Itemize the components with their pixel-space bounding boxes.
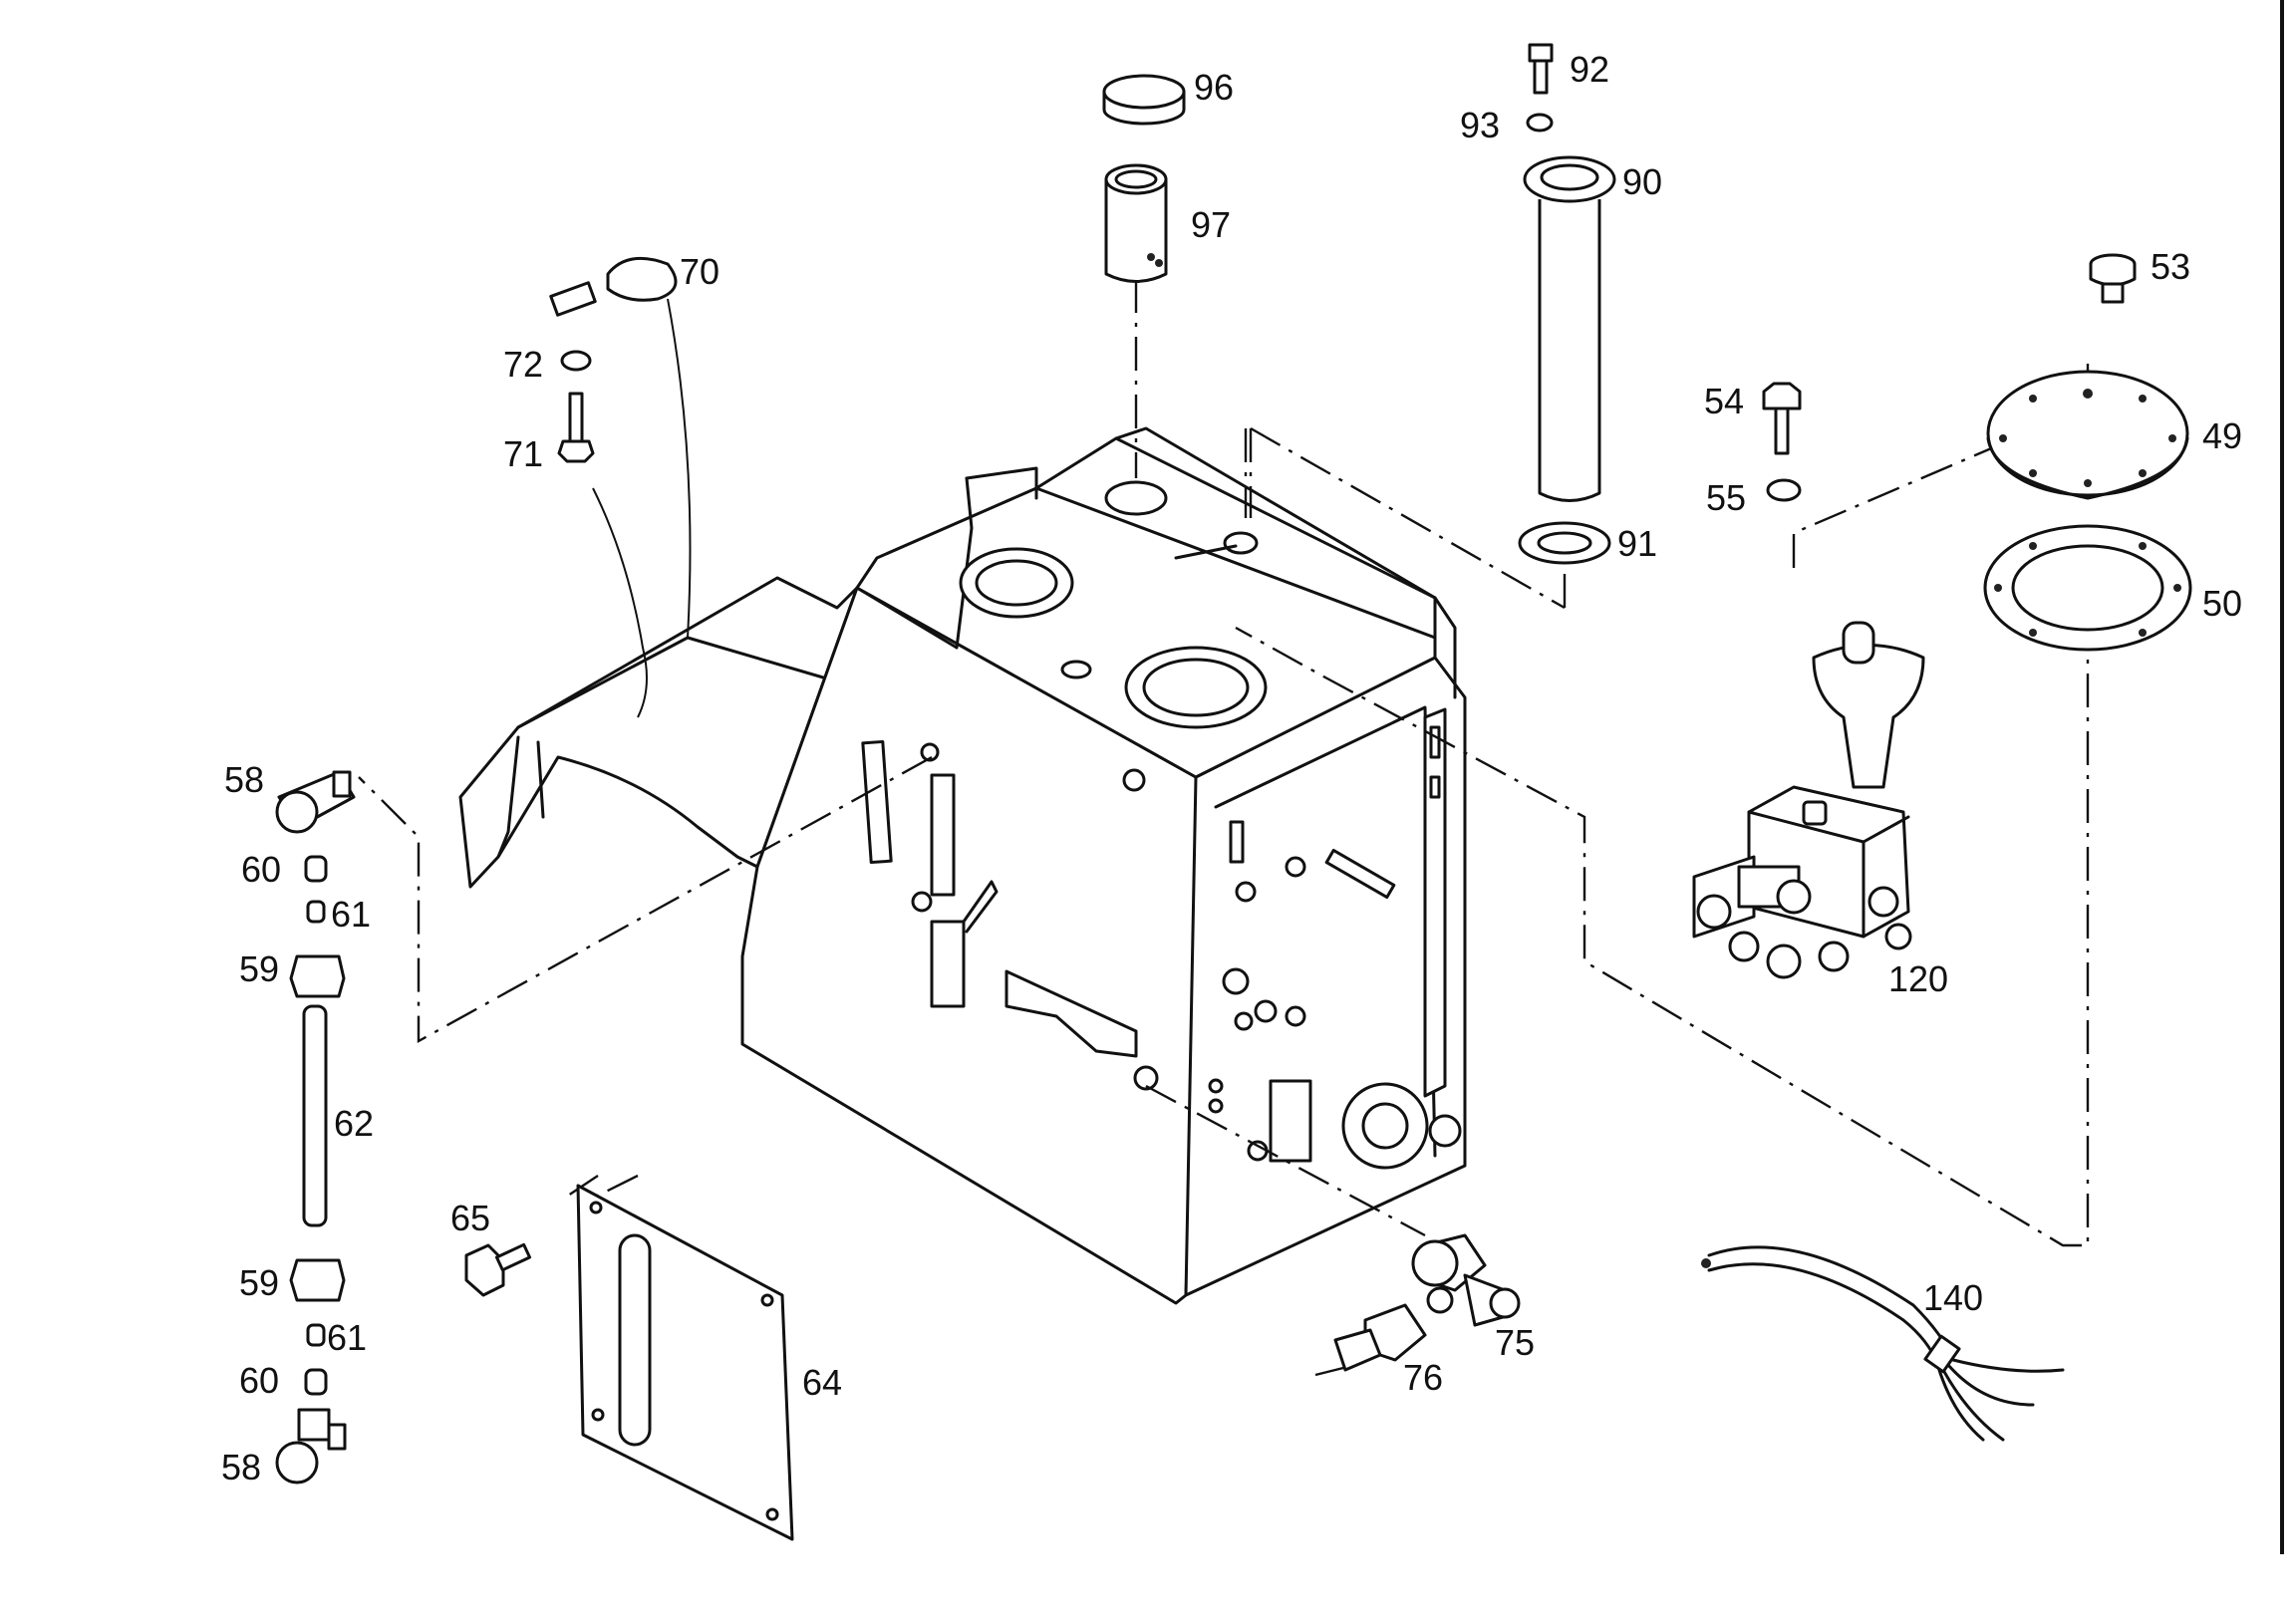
callout-53: 53 bbox=[2151, 246, 2190, 287]
callout-50: 50 bbox=[2202, 583, 2242, 624]
callout-58-lower: 58 bbox=[221, 1447, 261, 1487]
leader-line-70 bbox=[667, 298, 692, 639]
bolt-part-71 bbox=[557, 392, 595, 463]
ring-part-61-upper bbox=[306, 900, 326, 924]
cap-part-96 bbox=[1102, 74, 1186, 126]
olive-part-60-upper bbox=[304, 855, 328, 883]
elbow-fitting-part-75 bbox=[1411, 1233, 1521, 1327]
callout-71: 71 bbox=[503, 433, 543, 474]
callout-91: 91 bbox=[1617, 523, 1657, 564]
bolt-part-92 bbox=[1528, 43, 1554, 95]
washer-part-93 bbox=[1526, 113, 1554, 133]
cover-plate-part-49 bbox=[1986, 370, 2189, 500]
callout-62: 62 bbox=[334, 1103, 374, 1144]
callout-64: 64 bbox=[802, 1362, 842, 1403]
sight-plate-part-64 bbox=[576, 1184, 794, 1541]
gauge-tube-part-90 bbox=[1523, 155, 1616, 502]
nut-part-59-lower bbox=[289, 1258, 346, 1302]
callout-61-lower: 61 bbox=[327, 1317, 367, 1358]
bolt-part-65 bbox=[464, 1242, 532, 1297]
callout-75: 75 bbox=[1495, 1322, 1535, 1363]
union-part-58-lower bbox=[275, 1408, 347, 1484]
callout-92: 92 bbox=[1570, 49, 1609, 90]
olive-part-60-lower bbox=[304, 1368, 328, 1396]
callout-93: 93 bbox=[1460, 105, 1500, 145]
gasket-part-50 bbox=[1983, 524, 2192, 652]
callout-55: 55 bbox=[1706, 477, 1746, 518]
callout-59-lower: 59 bbox=[239, 1262, 279, 1303]
callout-97: 97 bbox=[1191, 204, 1231, 245]
callout-labels: 96 97 92 93 90 91 70 72 71 53 49 50 54 5… bbox=[221, 49, 2242, 1487]
ring-part-61-lower bbox=[306, 1323, 326, 1347]
assembly-centerlines bbox=[358, 279, 2090, 1377]
gasket-part-91 bbox=[1518, 521, 1611, 565]
adaptor-part-76 bbox=[1333, 1286, 1454, 1372]
callout-76: 76 bbox=[1403, 1357, 1443, 1398]
callout-61-upper: 61 bbox=[331, 894, 371, 935]
bolt-part-54 bbox=[1762, 382, 1802, 455]
callout-59-upper: 59 bbox=[239, 948, 279, 989]
callout-49: 49 bbox=[2202, 415, 2242, 456]
union-part-58-upper bbox=[275, 770, 356, 834]
leader-line-71 bbox=[592, 487, 648, 718]
callout-70: 70 bbox=[680, 251, 719, 292]
breather-part-53 bbox=[2089, 253, 2137, 304]
cable-part-140 bbox=[1701, 1245, 2065, 1442]
callout-140: 140 bbox=[1923, 1277, 1983, 1318]
callout-58-upper: 58 bbox=[224, 759, 264, 800]
washer-part-55 bbox=[1766, 478, 1802, 502]
nut-part-59-upper bbox=[289, 954, 346, 998]
callout-60-upper: 60 bbox=[241, 849, 281, 890]
callout-60-lower: 60 bbox=[239, 1360, 279, 1401]
callout-120: 120 bbox=[1888, 958, 1948, 999]
callout-96: 96 bbox=[1194, 67, 1234, 108]
cover-part-70 bbox=[549, 256, 678, 317]
callout-90: 90 bbox=[1622, 161, 1662, 202]
pipe-part-62 bbox=[302, 1004, 328, 1227]
callout-65: 65 bbox=[450, 1198, 490, 1238]
washer-part-72 bbox=[560, 350, 592, 372]
callout-54: 54 bbox=[1704, 381, 1744, 421]
valve-block-part-120 bbox=[1692, 621, 1925, 979]
tank-housing bbox=[458, 426, 1467, 1305]
callout-72: 72 bbox=[503, 344, 543, 385]
filler-neck-part-97 bbox=[1104, 163, 1168, 283]
